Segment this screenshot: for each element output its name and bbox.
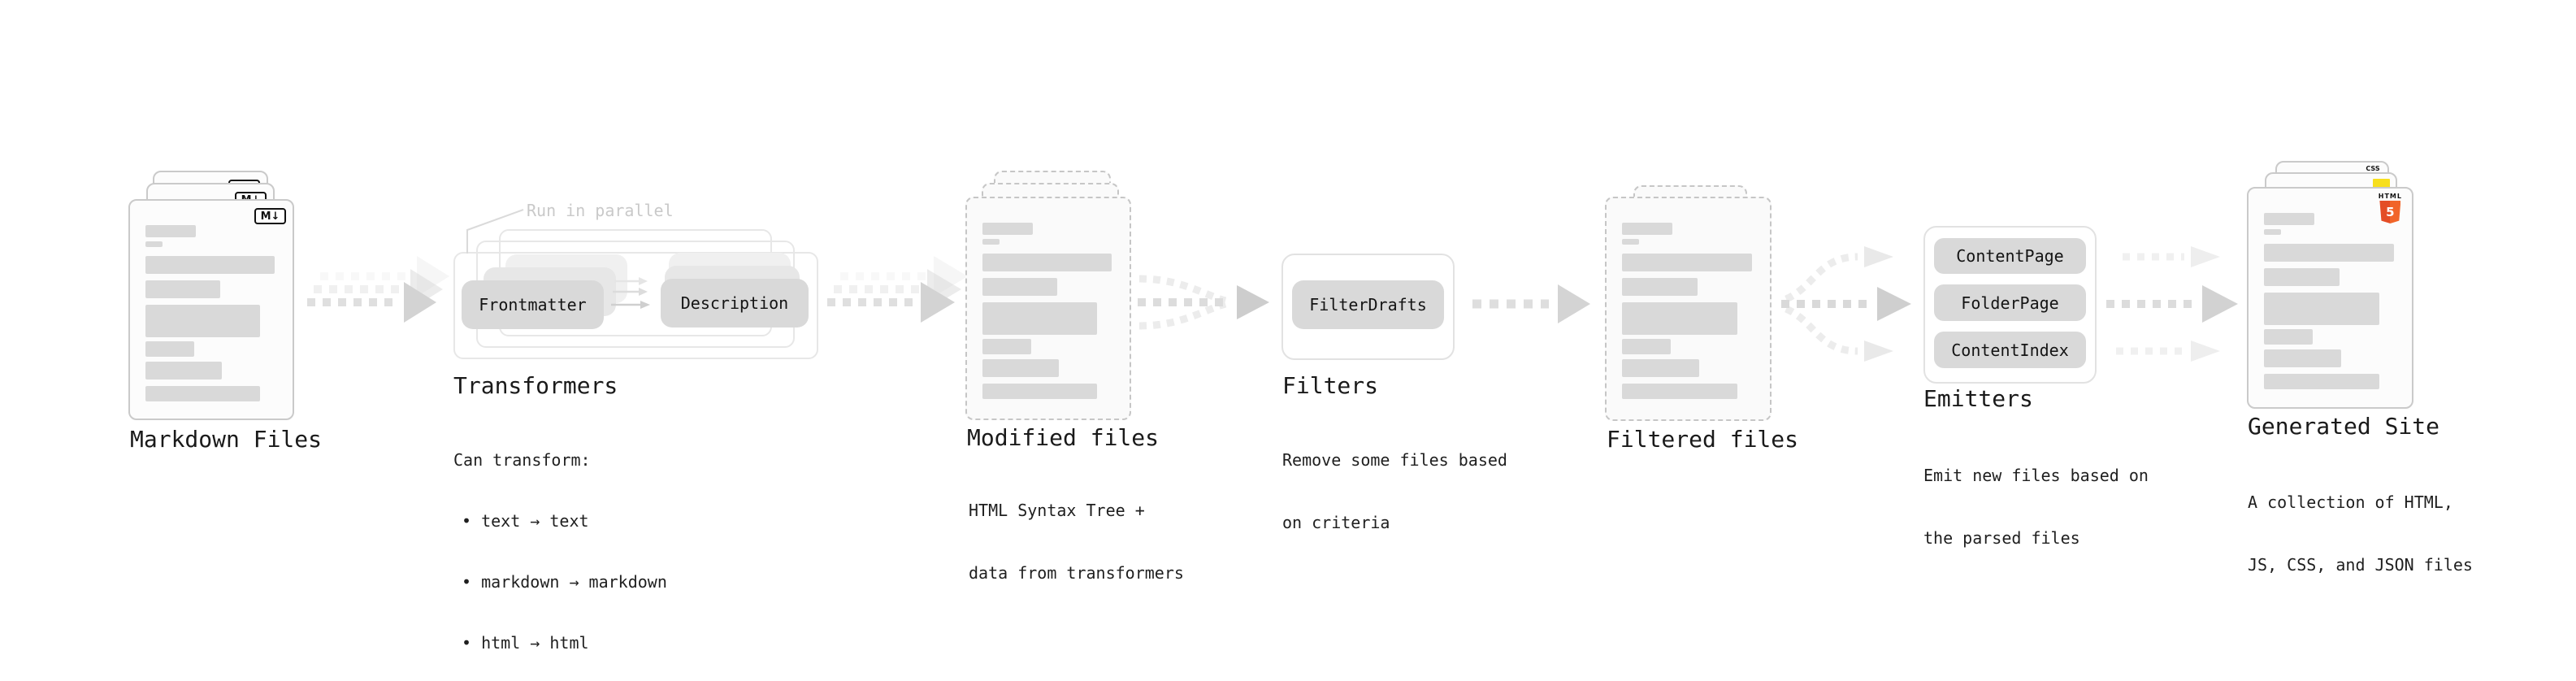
emitters-description: Emit new files based on the parsed files [1923, 425, 2149, 589]
skeleton-bar [145, 362, 222, 380]
skeleton-bar [1622, 278, 1698, 296]
skeleton-bar [145, 386, 260, 401]
generated-site-description: A collection of HTML, JS, CSS, and JSON … [2248, 452, 2473, 616]
skeleton-bar [1622, 384, 1737, 399]
stage-description-line: Emit new files based on [1923, 466, 2149, 485]
skeleton-bar [1622, 359, 1699, 377]
arrow-filters-to-filtered [1472, 284, 1590, 323]
doc-content-skeleton [1622, 223, 1754, 399]
skeleton-bar [982, 278, 1058, 296]
stage-label-emitters: Emitters [1923, 385, 2033, 412]
stage-label-modified-files: Modified files [967, 424, 1160, 451]
skeleton-bar [1622, 239, 1640, 245]
arrow-filtered-to-emitters [1781, 246, 1911, 362]
stage-label-transformers: Transformers [453, 372, 618, 399]
transformer-layer-front [453, 252, 818, 359]
stage-description-line: • markdown → markdown [462, 572, 667, 592]
stage-description-line: • text → text [462, 511, 589, 531]
stage-description-line: the parsed files [1923, 528, 2080, 548]
skeleton-bar [982, 239, 1000, 245]
stage-description-line: on criteria [1282, 513, 1390, 532]
skeleton-bar [145, 280, 221, 298]
stage-label-filtered-files: Filtered files [1607, 426, 1799, 453]
skeleton-bar [1622, 254, 1752, 271]
skeleton-bar [2264, 213, 2314, 225]
skeleton-bar [145, 256, 275, 274]
stage-description-line: • html → html [462, 633, 589, 653]
skeleton-bar [145, 305, 260, 337]
skeleton-bar [1622, 302, 1737, 335]
skeleton-bar [2264, 244, 2394, 262]
stage-description-line: HTML Syntax Tree + [969, 501, 1145, 520]
stage-label-markdown-files: Markdown Files [130, 426, 323, 453]
run-in-parallel-label: Run in parallel [527, 201, 674, 220]
skeleton-bar [2264, 329, 2314, 345]
html5-badge-text: HTML [2378, 193, 2402, 200]
skeleton-bar [982, 302, 1097, 335]
transformers-description: Can transform: • text → text • markdown … [453, 410, 667, 681]
skeleton-bar [2264, 229, 2282, 235]
skeleton-bar [145, 341, 194, 357]
skeleton-bar [2264, 293, 2379, 325]
skeleton-bar [982, 223, 1033, 235]
arrow-markdown-to-transformers [307, 256, 449, 323]
markdown-doc-front: M↓ [128, 199, 294, 420]
arrow-emitters-to-generated [2106, 246, 2238, 362]
css-badge-text: CSS [2366, 165, 2380, 172]
filters-description: Remove some files based on criteria [1282, 410, 1507, 574]
skeleton-bar [982, 359, 1059, 377]
stage-description-line: A collection of HTML, [2248, 492, 2453, 512]
stage-description-line: Can transform: [453, 450, 591, 470]
html5-shield-icon: 5 [2379, 201, 2401, 223]
skeleton-bar [982, 339, 1031, 354]
stage-label-filters: Filters [1282, 372, 1379, 399]
transformer-step-arrows-icon [611, 277, 650, 309]
skeleton-bar [2264, 374, 2379, 389]
skeleton-bar [982, 254, 1112, 271]
html5-badge-icon: HTML 5 [2379, 193, 2402, 223]
skeleton-bar [982, 384, 1097, 399]
skeleton-bar [145, 241, 163, 247]
filtered-doc-front [1605, 197, 1772, 421]
html5-shield-number: 5 [2386, 205, 2395, 219]
stage-description-line: JS, CSS, and JSON files [2248, 555, 2473, 575]
skeleton-bar [1622, 339, 1672, 354]
run-in-parallel-leader-line [466, 209, 524, 254]
skeleton-bar [1622, 223, 1672, 235]
js-badge-icon [2373, 179, 2390, 189]
pill-folderpage: FolderPage [1934, 284, 2086, 321]
skeleton-bar [145, 225, 196, 237]
skeleton-bar [2264, 349, 2341, 367]
doc-content-skeleton [982, 223, 1114, 399]
pill-filterdrafts: FilterDrafts [1292, 280, 1444, 329]
modified-doc-front [965, 197, 1131, 420]
doc-content-skeleton [145, 225, 277, 401]
stage-description-line: data from transformers [969, 563, 1184, 583]
skeleton-bar [2264, 268, 2340, 286]
markdown-icon: M↓ [254, 208, 286, 224]
arrow-transformers-to-modified [827, 256, 968, 323]
stage-description-line: Remove some files based [1282, 450, 1507, 470]
pill-description: Description [661, 279, 809, 327]
doc-content-skeleton [2264, 213, 2396, 389]
stage-label-generated-site: Generated Site [2248, 413, 2440, 440]
pill-contentindex: ContentIndex [1934, 332, 2086, 368]
pill-contentpage: ContentPage [1934, 238, 2086, 274]
modified-files-description: HTML Syntax Tree + data from transformer… [969, 460, 1184, 624]
pill-frontmatter: Frontmatter [462, 280, 604, 329]
generated-doc-front: HTML 5 [2247, 187, 2413, 409]
arrow-modified-to-filters [1138, 275, 1269, 330]
